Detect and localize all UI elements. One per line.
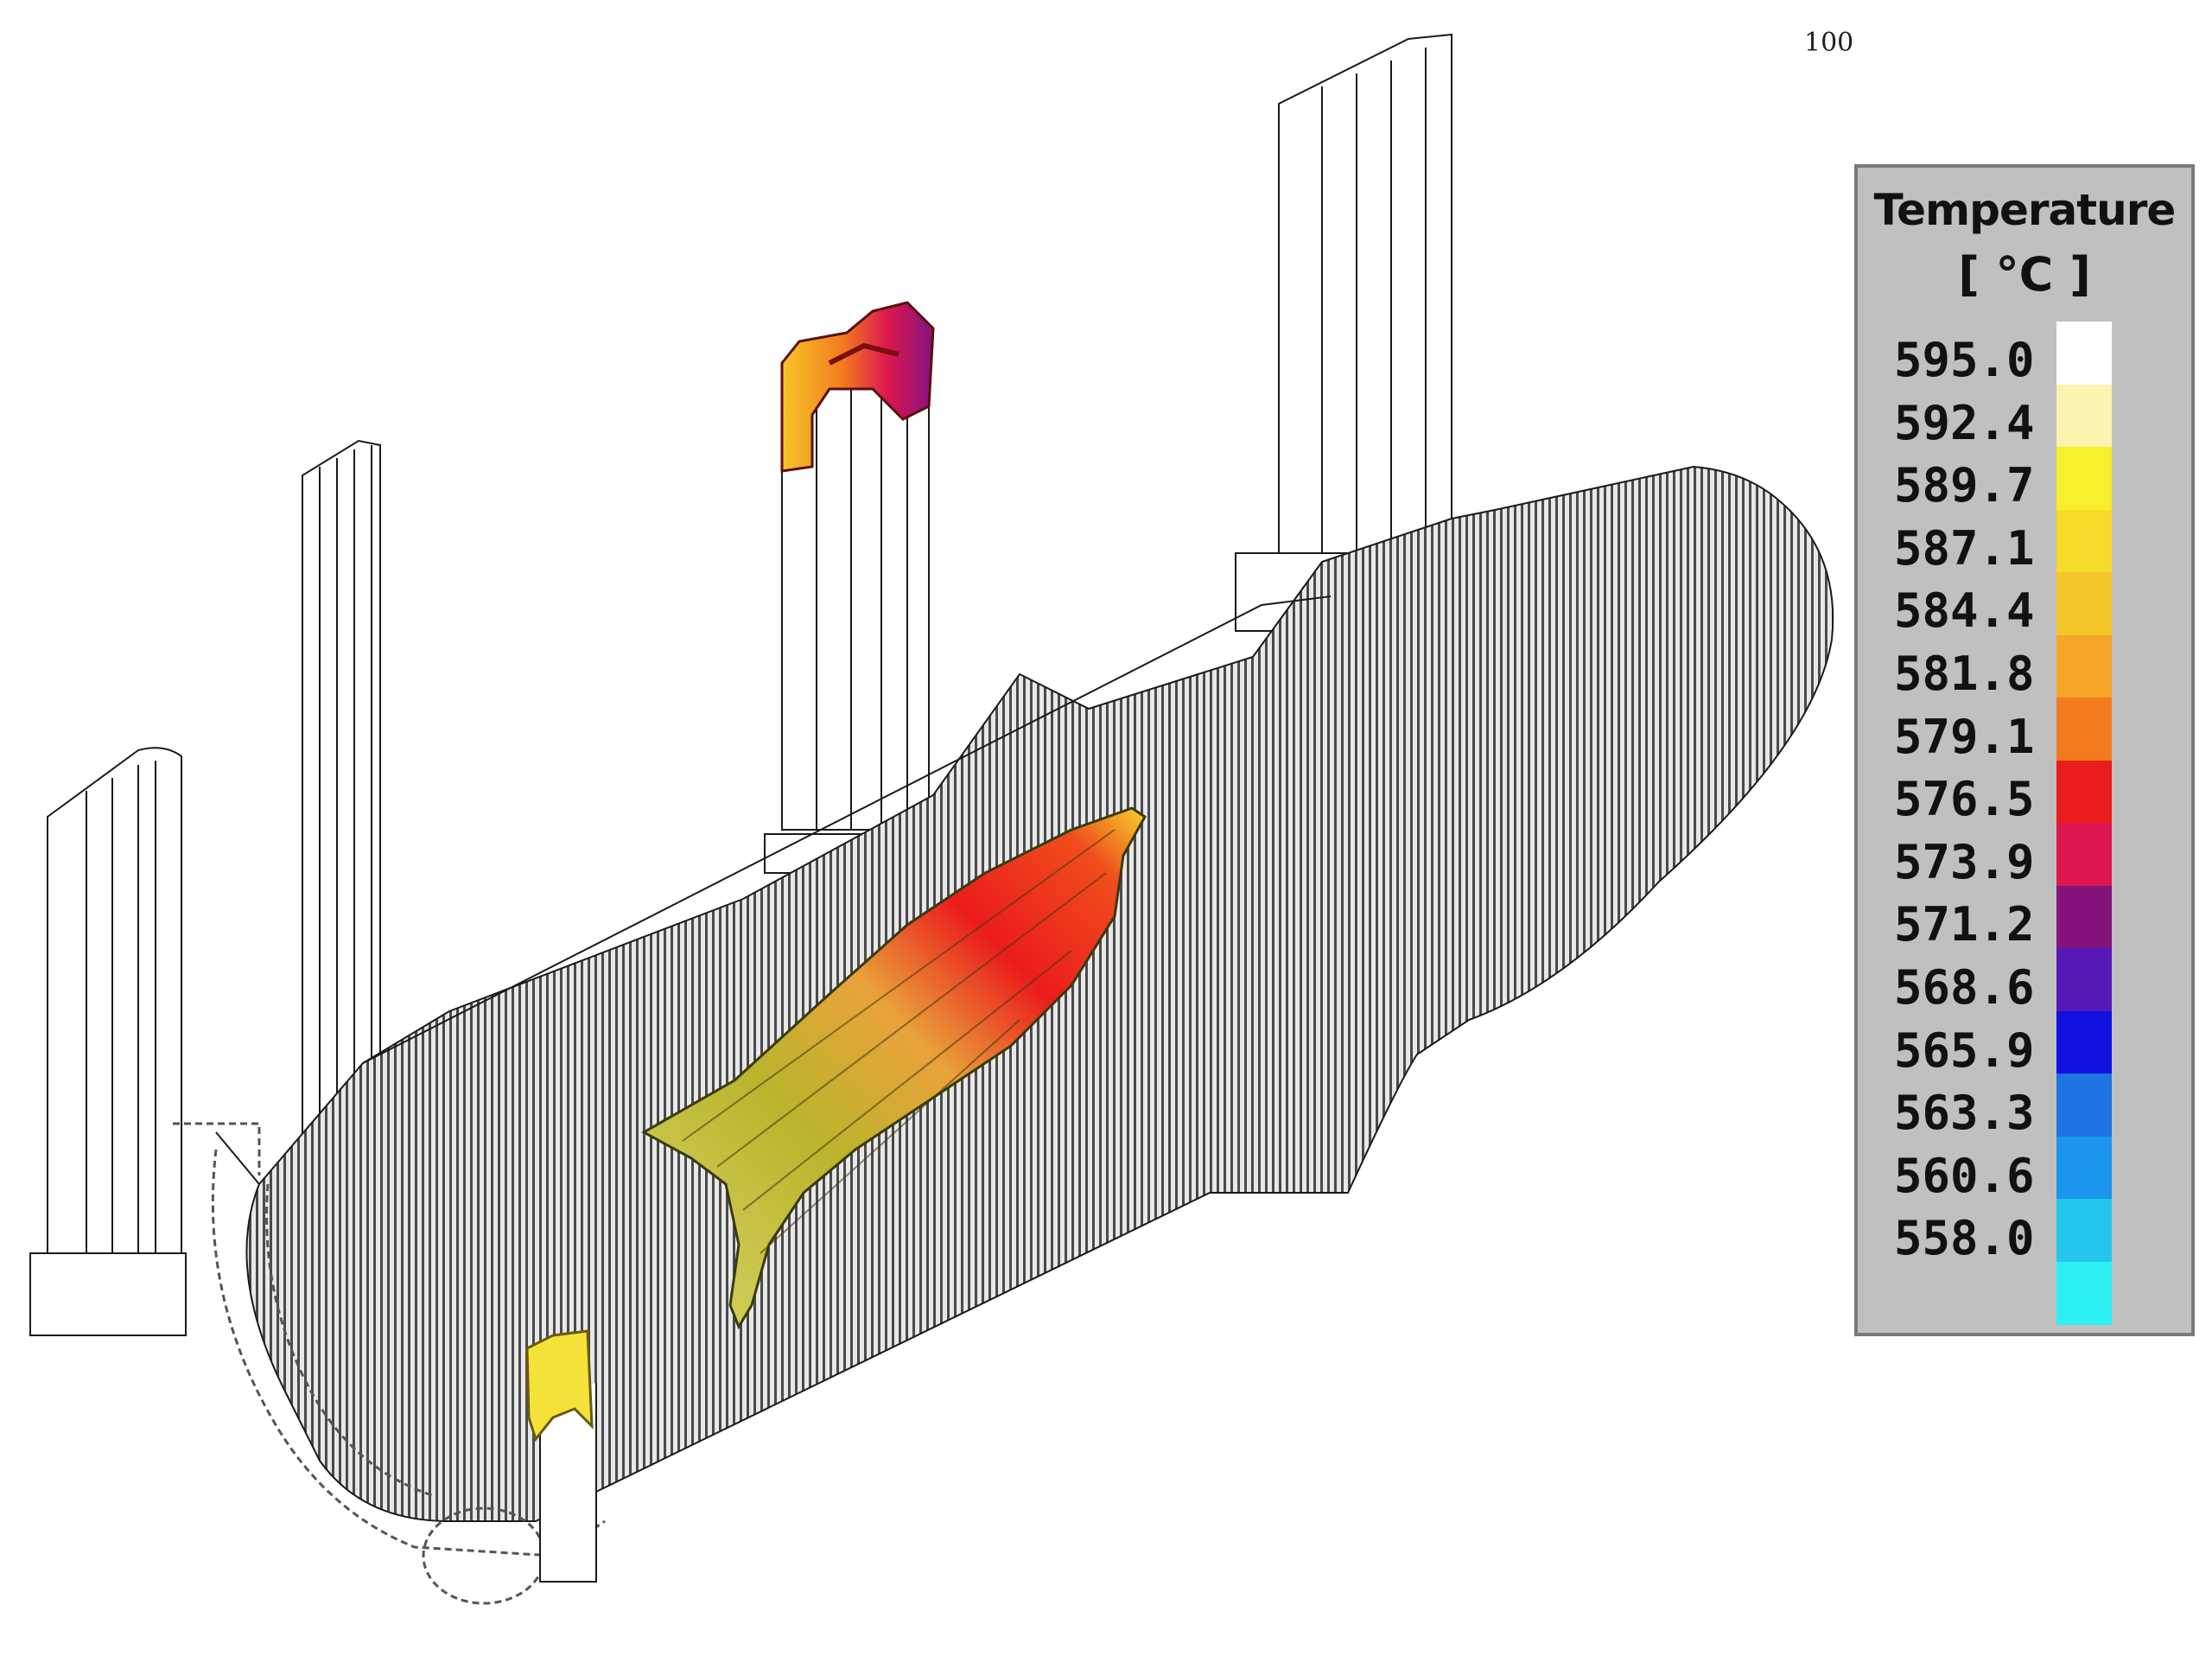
riser-far-left — [29, 747, 187, 1336]
legend-title: Temperature — [1873, 185, 2177, 235]
legend-label: 589.7 — [1894, 458, 2035, 513]
legend-label: 563.3 — [1894, 1086, 2035, 1141]
legend-label: 573.9 — [1894, 834, 2035, 889]
legend-swatch — [2056, 1073, 2112, 1137]
legend-swatch — [2056, 1261, 2112, 1325]
legend-color-bar — [2056, 322, 2112, 1325]
legend-swatch — [2056, 322, 2112, 385]
legend-swatch — [2056, 1010, 2112, 1074]
hotspot-contour — [640, 806, 1147, 1330]
legend-label: 584.4 — [1894, 583, 2035, 639]
legend-swatch — [2056, 948, 2112, 1012]
legend-swatch — [2056, 698, 2112, 761]
legend-label: 581.8 — [1894, 647, 2035, 701]
temperature-legend: Temperature [ °C ] 595.0 592.4 589.7 587.1 5… — [1854, 164, 2195, 1336]
ingate — [525, 1329, 597, 1583]
legend-label: 592.4 — [1894, 395, 2035, 450]
legend-label: 595.0 — [1894, 333, 2035, 387]
legend-swatch — [2056, 447, 2112, 511]
legend-label: 587.1 — [1894, 520, 2035, 576]
legend-swatch — [2056, 885, 2112, 949]
legend-label: 565.9 — [1894, 1022, 2035, 1078]
legend-swatch — [2056, 1136, 2112, 1200]
legend-swatch — [2056, 634, 2112, 698]
legend-swatch — [2056, 1199, 2112, 1263]
legend-unit: [ °C ] — [1958, 247, 2091, 302]
legend-swatch — [2056, 760, 2112, 824]
riser-top-hotspot — [780, 301, 935, 473]
legend-label: 579.1 — [1894, 709, 2035, 764]
legend-label: 558.0 — [1894, 1211, 2035, 1266]
legend-swatch — [2056, 509, 2112, 573]
page-number: 100 — [1804, 28, 1854, 58]
legend-label: 560.6 — [1894, 1148, 2035, 1203]
legend-label: 568.6 — [1894, 960, 2035, 1015]
legend-swatch — [2056, 823, 2112, 887]
legend-label: 576.5 — [1894, 772, 2035, 827]
riser-left — [302, 439, 381, 1133]
legend-swatch — [2056, 572, 2112, 636]
legend-swatch — [2056, 384, 2112, 448]
legend-label: 571.2 — [1894, 897, 2035, 952]
